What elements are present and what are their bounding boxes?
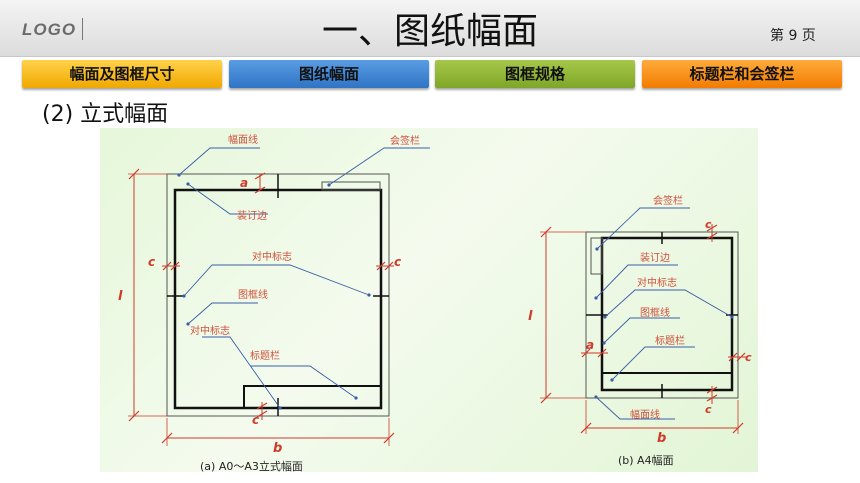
dim-c-right-a: c	[394, 255, 401, 269]
dim-b-b: b	[657, 431, 666, 446]
tab-frame-spec[interactable]: 图框规格	[435, 60, 635, 88]
dim-l-b: l	[528, 309, 533, 324]
drawing-b: l b c a c c	[528, 194, 752, 467]
tab-sheet-size[interactable]: 图纸幅面	[229, 60, 429, 88]
page-number: 第 9 页	[770, 28, 816, 44]
dim-a-b: a	[586, 338, 594, 352]
dim-b-a: b	[273, 441, 282, 456]
sign-block-b	[590, 237, 603, 275]
label-center-mark-left-a: 对中标志	[190, 324, 230, 337]
tab-sheet-and-frame-size[interactable]: 幅面及图框尺寸	[22, 60, 222, 88]
tab-title-and-sign-block[interactable]: 标题栏和会签栏	[642, 60, 842, 88]
caption-b: (b) A4幅面	[618, 454, 674, 467]
label-title-block-b: 标题栏	[655, 334, 685, 347]
label-sign-block-a: 会签栏	[390, 134, 420, 147]
logo: LOGO	[22, 20, 77, 39]
dim-l-a: l	[118, 289, 123, 304]
dim-a-a: a	[240, 176, 248, 190]
title-block-a	[243, 385, 382, 409]
label-center-mark-right-a: 对中标志	[252, 250, 292, 263]
label-center-mark-b: 对中标志	[637, 276, 677, 289]
sign-block-a	[321, 181, 381, 191]
drawing-svg: l b a c c c	[118, 133, 752, 473]
title-block-b	[601, 372, 733, 391]
label-frame-line-a: 图框线	[238, 288, 268, 301]
section-subtitle: (2) 立式幅面	[42, 102, 169, 127]
label-frame-line-b: 图框线	[640, 306, 670, 319]
dim-c-bottom-b: c	[705, 403, 712, 416]
header-bar: LOGO 一、图纸幅面 第 9 页	[0, 0, 860, 57]
label-sign-block-b: 会签栏	[653, 194, 683, 207]
label-sheet-line-b: 幅面线	[630, 408, 660, 421]
label-sheet-line-a: 幅面线	[228, 133, 258, 146]
drawing-a: l b a c c c	[118, 133, 430, 473]
label-binding-edge-b: 装订边	[640, 251, 670, 264]
dim-c-top-b: c	[705, 218, 712, 231]
frame-a	[173, 188, 383, 410]
label-binding-edge-a: 装订边	[237, 209, 267, 222]
caption-a: (a) A0～A3立式幅面	[200, 459, 303, 472]
dim-c-right-b: c	[745, 351, 752, 364]
label-title-block-a: 标题栏	[250, 349, 280, 362]
dim-c-bottom-a: c	[252, 413, 259, 427]
drawing-figure: l b a c c c	[100, 128, 758, 473]
logo-divider	[82, 18, 83, 40]
dim-c-left-a: c	[148, 255, 155, 269]
sheet-line-a	[166, 173, 390, 417]
page-title: 一、图纸幅面	[321, 11, 538, 52]
